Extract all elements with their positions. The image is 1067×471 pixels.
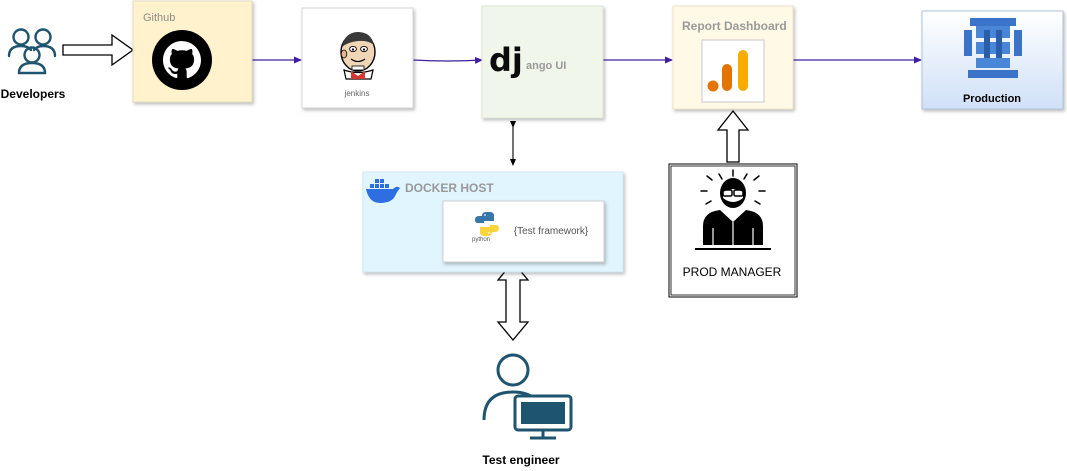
edge-jenkins-django	[412, 56, 483, 64]
github-label: Github	[143, 12, 175, 24]
edge-developers-github	[62, 33, 135, 67]
node-report-dashboard: Report Dashboard	[672, 5, 794, 110]
docker-whale-icon	[366, 179, 400, 203]
test-engineer-label: Test engineer	[482, 453, 559, 467]
production-label: Production	[963, 93, 1021, 105]
github-logo-icon	[152, 30, 212, 90]
edge-docker-testengineer	[496, 260, 530, 342]
users-icon	[7, 28, 57, 75]
django-label: ango UI	[526, 60, 566, 72]
python-icon-label: python	[472, 237, 490, 243]
jenkins-label: jenkins	[344, 89, 370, 98]
test-framework-label: {Test framework}	[514, 226, 589, 237]
node-jenkins: jenkins	[301, 7, 414, 109]
jenkins-logo-icon	[340, 32, 376, 80]
node-prod-manager: PROD MANAGER	[668, 163, 798, 298]
docker-host-label: DOCKER HOST	[405, 181, 494, 195]
node-test-engineer: Test engineer	[482, 353, 573, 467]
edge-prodmanager-report	[716, 109, 750, 163]
django-logo-icon: dj	[489, 41, 523, 79]
edges	[62, 33, 922, 342]
report-dashboard-label: Report Dashboard	[682, 19, 787, 33]
manager-person-icon	[695, 169, 771, 250]
node-developers: Developers	[1, 28, 66, 101]
analytics-bar-chart-icon	[701, 39, 765, 103]
person-at-computer-icon	[482, 353, 573, 440]
developers-label: Developers	[1, 87, 66, 101]
node-production: Production	[921, 10, 1064, 110]
node-test-framework: python {Test framework}	[442, 200, 605, 263]
python-logo-icon	[475, 212, 499, 236]
node-django: dj ango UI	[481, 5, 604, 119]
node-github: Github	[132, 0, 253, 103]
aws-cloud-stack-icon	[964, 18, 1022, 78]
prod-manager-label: PROD MANAGER	[683, 265, 782, 279]
django-logo-prefix: dj	[489, 41, 523, 79]
